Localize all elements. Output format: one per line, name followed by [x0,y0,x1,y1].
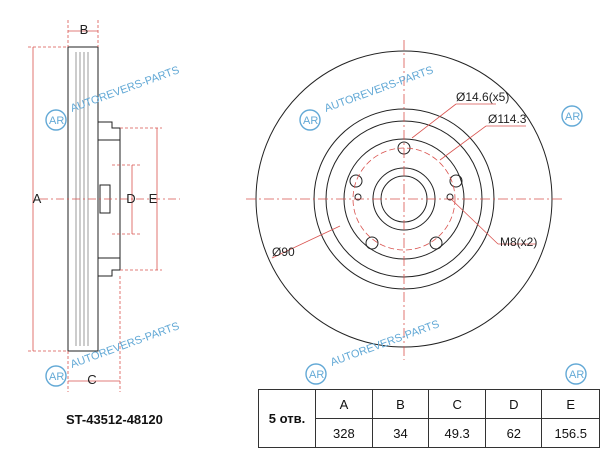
bolt-hole [429,236,443,250]
label-d: D [126,191,135,206]
specs-value-a: 328 [315,418,373,448]
label-a: A [33,191,42,206]
specs-header-e: E [541,389,600,419]
watermark-6: AR [565,363,587,385]
watermark-logo-icon [45,365,67,387]
watermark-3: AR [561,105,583,127]
watermark-text: AUTOREVERS-PARTS [69,320,181,371]
watermark-text: AUTOREVERS-PARTS [69,64,181,115]
watermark-logo-letters: AR [565,111,580,123]
watermark-text: AUTOREVERS-PARTS [323,64,435,115]
specs-value-d: 62 [485,418,543,448]
part-number: ST-43512-48120 [66,412,163,427]
holes-count: 5 отв. [257,389,317,448]
bolt-hole [449,174,463,188]
watermark-2: AR AUTOREVERS-PARTS [299,64,435,131]
specs-value-e: 156.5 [541,418,600,448]
front-centerlines [246,40,562,360]
specs-table: 5 отв. A B C D E 328 34 49.3 62 156.5 [257,389,600,448]
bolt-hole [365,236,379,250]
leader-thread [451,199,499,245]
annotation-thread: M8(x2) [500,235,537,249]
label-c: C [87,372,96,387]
label-e: E [149,191,158,206]
label-b: B [80,22,89,37]
annotation-bolt-hole: Ø14.6(x5) [456,90,509,104]
specs-header-c: C [428,389,487,419]
watermark-logo-icon [565,363,587,385]
specs-header-a: A [315,389,373,419]
watermark-logo-icon [45,109,67,131]
watermark-logo-letters: AR [569,369,584,381]
disc-side-view [67,46,121,352]
watermark-logo-letters: AR [303,115,318,127]
specs-header-b: B [371,389,430,419]
specs-header-row: 5 отв. A B C D E [257,389,600,448]
annotation-hub-bore: Ø90 [272,245,295,259]
specs-value-row: 328 34 49.3 62 156.5 [259,418,600,448]
specs-value-c: 49.3 [428,418,487,448]
watermark-logo-icon [299,109,321,131]
side-dimensions [28,20,180,392]
watermark-5: AR AUTOREVERS-PARTS [305,318,441,385]
watermark-logo-icon [305,363,327,385]
leader-hub-bore [271,225,341,259]
watermark-1: AR AUTOREVERS-PARTS [45,64,181,131]
watermark-logo-letters: AR [309,369,324,381]
watermark-logo-letters: AR [49,115,64,127]
watermark-logo-icon [561,105,583,127]
watermark-text: AUTOREVERS-PARTS [329,318,441,369]
thread-hole [354,193,362,201]
leader-bolt-hole [411,103,457,139]
leader-pcd [439,125,487,161]
thread-hole [446,193,454,201]
specs-header-d: D [485,389,543,419]
watermark-logo-letters: AR [49,371,64,383]
annotation-pcd: Ø114.3 [488,112,527,126]
specs-value-b: 34 [371,418,430,448]
bolt-hole [349,174,363,188]
watermark-4: AR AUTOREVERS-PARTS [45,320,181,387]
